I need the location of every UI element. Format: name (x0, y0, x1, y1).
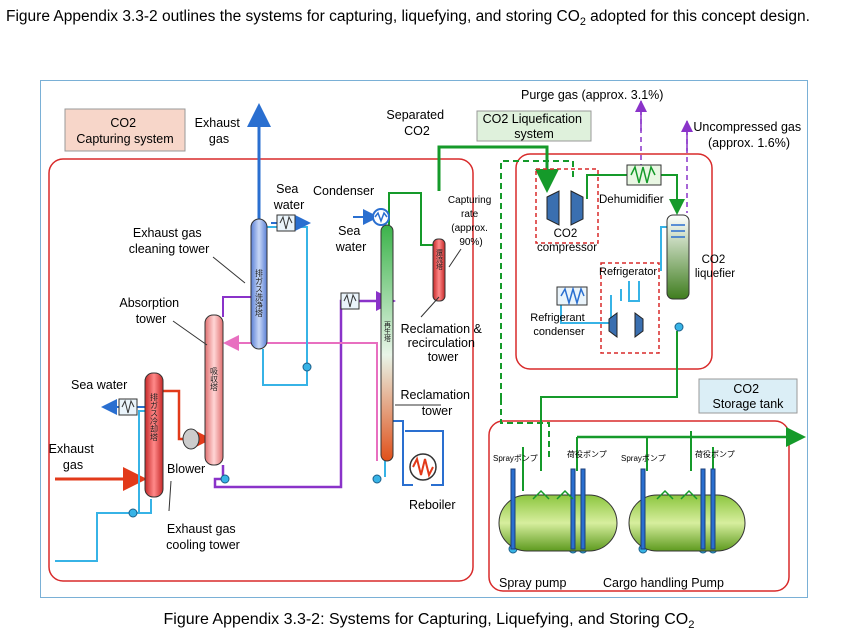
figure-caption: Figure Appendix 3.3-2: Systems for Captu… (0, 611, 858, 631)
liquefaction-label: CO2 Liquefication system (483, 112, 586, 141)
purge-gas-label: Purge gas (approx. 3.1%) (521, 88, 663, 102)
refrigerator-label: Refrigerator (599, 266, 657, 278)
cooling-tower (144, 372, 164, 498)
recirculation-tower-jp: 還流塔 (436, 248, 444, 271)
caption-subscript: 2 (688, 619, 695, 632)
refrigerator-piping (620, 281, 640, 302)
separated-co2-label: Separated CO2 (386, 108, 447, 138)
cooling-water-loop (55, 410, 152, 562)
reboiler-label: Reboiler (409, 498, 456, 512)
storage-region (488, 420, 790, 592)
cleaning-tower (250, 218, 268, 350)
capture-region (48, 158, 474, 582)
capture-label-box (64, 108, 186, 152)
dehumidifier-to-liquefier-line (661, 174, 685, 215)
sea-water-top-label: Sea water (273, 182, 305, 212)
spray-pump-label: Spray pump (499, 576, 566, 590)
refrigerator-frame (600, 262, 660, 354)
reclamation-tower-label: Reclamation tower (401, 388, 474, 418)
spray-nozzles (532, 489, 698, 500)
condenser (372, 208, 390, 226)
reclamation-recirc-label: Reclamation & recirculation tower (401, 322, 486, 364)
spray-pump-jp-2: Sprayポンプ (621, 454, 666, 463)
heat-exchanger-mid (340, 292, 360, 310)
cleaning-tower-label: Exhaust gas cleaning tower (129, 226, 210, 256)
compressor-frame (535, 168, 599, 244)
leader-lines (168, 248, 462, 512)
pump-columns (510, 468, 716, 550)
intro-subscript: 2 (579, 16, 586, 29)
co2-compressor-icon (546, 190, 584, 226)
absorption-tower-jp: 吸収塔 (210, 367, 219, 392)
refrigerant-condenser-label: Refrigerant condenser (530, 312, 587, 338)
liquefaction-region (515, 153, 713, 370)
condenser-label: Condenser (313, 184, 374, 198)
caption-text: Figure Appendix 3.3-2: Systems for Captu… (163, 611, 689, 628)
cargo-pump-jp-2: 荷役ポンプ (695, 449, 735, 459)
cargo-pump-jp-1: 荷役ポンプ (567, 449, 607, 459)
cooling-tower-jp: 排ガス冷却塔 (150, 392, 159, 442)
dehumidifier-label: Dehumidifier (599, 194, 664, 206)
co2-liquefier-label: CO2 liquefier (695, 254, 735, 280)
capture-label: CO2 Capturing system (76, 116, 173, 146)
absorption-tower (204, 314, 224, 466)
reboiler-loop-line (389, 420, 444, 486)
exhaust-gas-in-label: Exhaust gas (49, 442, 98, 472)
compressor-to-dehumidifier-line (586, 174, 627, 199)
recirculation-tower (432, 238, 446, 302)
cooling-to-blower-line (163, 389, 187, 441)
storage-branch-lines (522, 421, 714, 491)
cargo-pump-label: Cargo handling Pump (603, 576, 724, 590)
separated-co2-line (437, 145, 559, 193)
process-diagram: CO2 Capturing system CO2 Liquefication s… (48, 88, 806, 592)
exhaust-gas-out-label: Exhaust gas (195, 116, 244, 146)
refrigerant-condenser-icon (556, 286, 588, 306)
cleaning-tower-jp: 排ガス洗浄塔 (255, 268, 264, 318)
intro-text-end: adopted for this concept design. (585, 8, 810, 25)
cooling-tower-label: Exhaust gas cooling tower (166, 522, 240, 552)
uncompressed-gas-label: Uncompressed gas (approx. 1.6%) (693, 120, 804, 150)
reclamation-tower (380, 224, 394, 462)
reclamation-tower-jp: 再生塔 (384, 321, 392, 343)
liquid-co2-to-storage (540, 331, 678, 421)
storage-tank-2 (628, 494, 746, 552)
absorber-to-cleaner-line (222, 296, 251, 317)
condenser-coil (374, 211, 388, 224)
storage-label: CO2 Storage tank (713, 382, 785, 411)
heat-exchanger-left (118, 398, 138, 416)
liquefier-coil (671, 224, 685, 238)
intro-text: Figure Appendix 3.3-2 outlines the syste… (6, 8, 580, 25)
co2-liquefier-icon (666, 214, 690, 300)
cleaning-loop-line (262, 226, 308, 386)
sea-water-mid-label: Sea water (335, 224, 367, 254)
sea-water-left-label: Sea water (71, 378, 127, 392)
intro-paragraph: Figure Appendix 3.3-2 outlines the syste… (6, 4, 852, 35)
heat-exchanger-top (276, 214, 296, 232)
storage-tank-1 (498, 494, 618, 552)
storage-header-dashed (500, 399, 550, 457)
lean-solvent-line (223, 335, 378, 461)
capturing-rate-label: Capturing rate (approx. 90%) (448, 195, 494, 248)
refrigerator-icon (608, 312, 644, 338)
absorption-tower-label: Absorption tower (119, 296, 182, 326)
blower (182, 428, 200, 450)
dehumidifier-icon (626, 164, 662, 186)
storage-label-box (698, 378, 798, 414)
rich-solvent-line (213, 291, 396, 489)
co2-compressor-label: CO2 compressor (537, 228, 597, 254)
overhead-vapor-line (388, 192, 433, 246)
vapor-return-dashed (500, 160, 574, 399)
reboiler-coil (412, 456, 434, 478)
blower-label: Blower (167, 462, 205, 476)
process-diagram-frame: CO2 Capturing system CO2 Liquefication s… (40, 80, 808, 598)
liquefaction-label-box (476, 110, 592, 142)
spray-pump-jp-1: Sprayポンプ (493, 454, 538, 463)
